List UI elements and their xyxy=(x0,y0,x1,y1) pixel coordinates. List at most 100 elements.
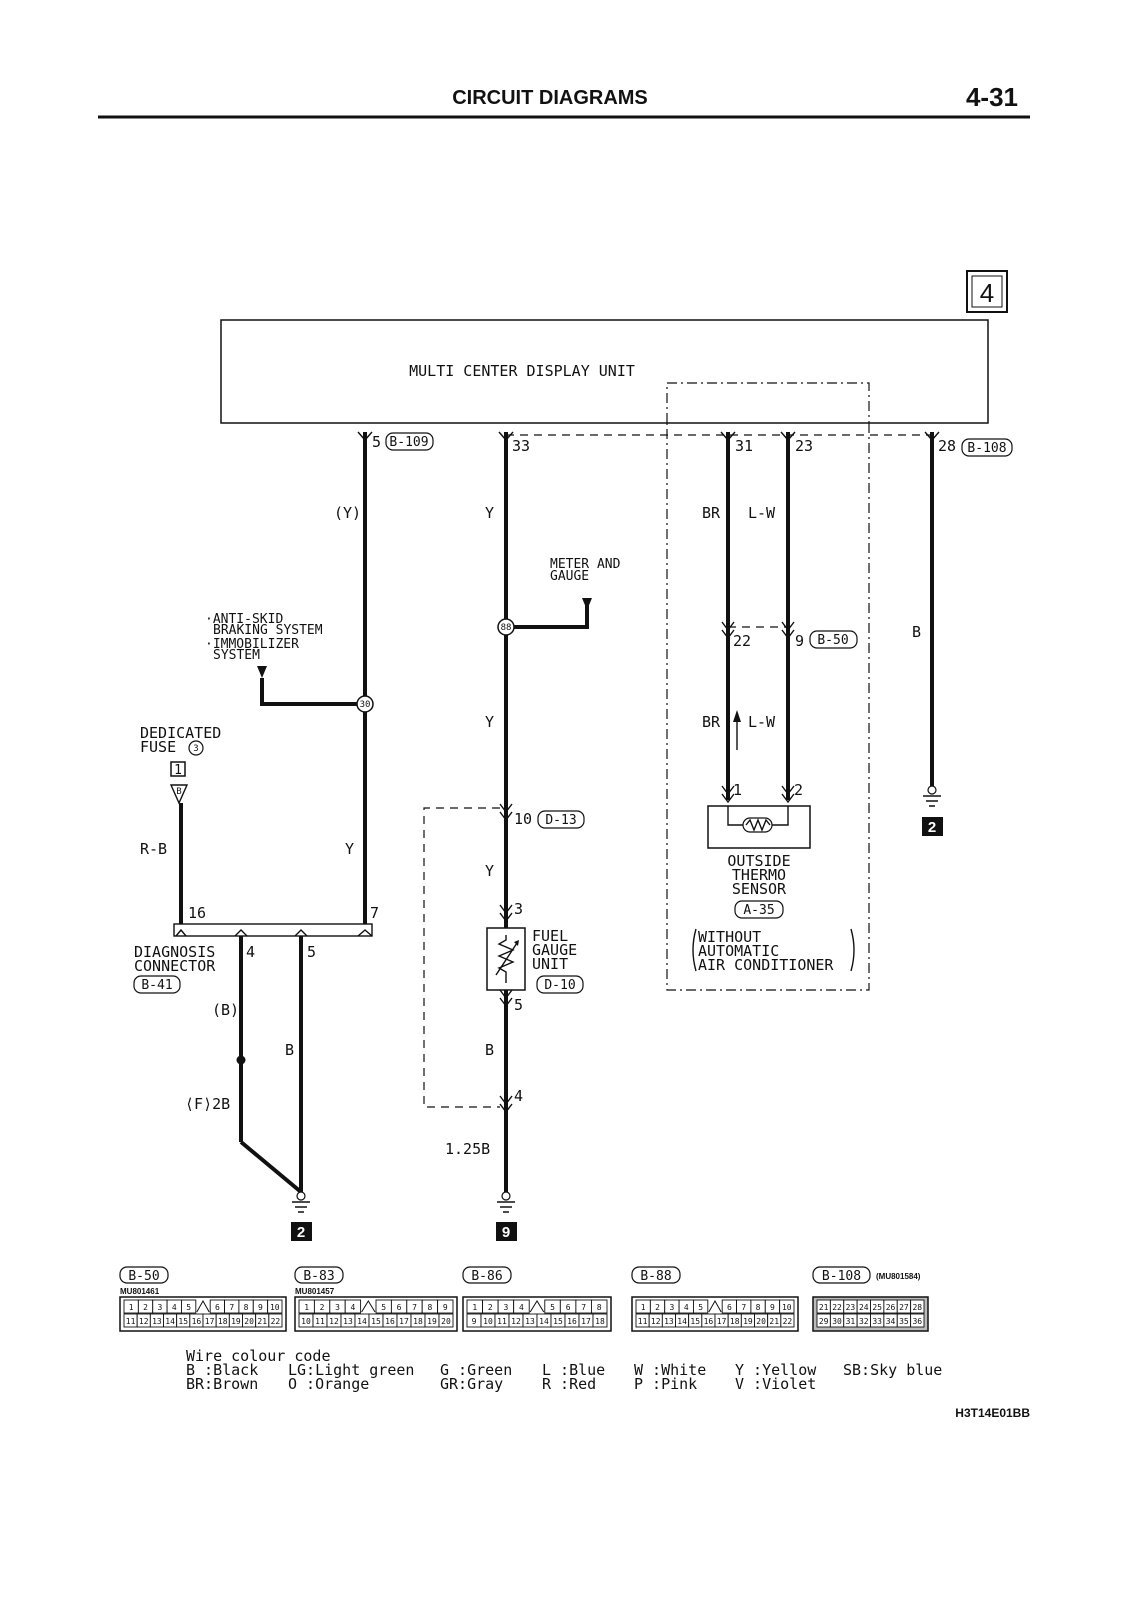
svg-text:5: 5 xyxy=(550,1303,555,1312)
svg-text:8: 8 xyxy=(427,1303,432,1312)
svg-text:12: 12 xyxy=(651,1317,661,1326)
svg-text:17: 17 xyxy=(399,1317,409,1326)
ground-mid xyxy=(496,1222,517,1241)
svg-text:2: 2 xyxy=(320,1303,325,1312)
svg-text:GAUGE: GAUGE xyxy=(532,941,577,959)
svg-text:15: 15 xyxy=(178,1317,188,1326)
svg-text:11: 11 xyxy=(315,1317,325,1326)
svg-text:33: 33 xyxy=(872,1317,882,1326)
svg-text:22: 22 xyxy=(271,1317,281,1326)
svg-text:L-W: L-W xyxy=(748,713,776,731)
svg-text:MU801457: MU801457 xyxy=(295,1287,335,1296)
svg-text:14: 14 xyxy=(677,1317,687,1326)
svg-text:13: 13 xyxy=(343,1317,353,1326)
svg-text:DEDICATED: DEDICATED xyxy=(140,724,221,742)
svg-text:Y: Y xyxy=(485,504,494,522)
svg-text:13: 13 xyxy=(664,1317,674,1326)
svg-text:SENSOR: SENSOR xyxy=(732,880,787,898)
svg-text:10: 10 xyxy=(782,1303,792,1312)
svg-text:5: 5 xyxy=(186,1303,191,1312)
svg-text:7: 7 xyxy=(581,1303,586,1312)
svg-text:4: 4 xyxy=(172,1303,177,1312)
svg-text:L-W: L-W xyxy=(748,504,776,522)
svg-text:27: 27 xyxy=(899,1303,909,1312)
page-box-number: 4 xyxy=(980,278,994,308)
svg-text:21: 21 xyxy=(769,1317,779,1326)
svg-text:4: 4 xyxy=(350,1303,355,1312)
svg-text:9: 9 xyxy=(795,632,804,650)
svg-text:15: 15 xyxy=(690,1317,700,1326)
without-ac-region xyxy=(666,382,870,991)
legend-g: G :Green xyxy=(440,1361,512,1379)
svg-text:7: 7 xyxy=(412,1303,417,1312)
svg-text:20: 20 xyxy=(756,1317,766,1326)
svg-text:24: 24 xyxy=(859,1303,869,1312)
svg-text:17: 17 xyxy=(717,1317,727,1326)
svg-text:UNIT: UNIT xyxy=(532,955,568,973)
svg-text:22: 22 xyxy=(733,632,751,650)
svg-text:7: 7 xyxy=(229,1303,234,1312)
svg-text:B: B xyxy=(485,1041,494,1059)
svg-text:8: 8 xyxy=(756,1303,761,1312)
page-title: CIRCUIT DIAGRAMS xyxy=(452,87,648,109)
svg-text:5: 5 xyxy=(372,433,381,451)
svg-text:18: 18 xyxy=(730,1317,740,1326)
svg-text:13: 13 xyxy=(525,1317,535,1326)
figure-code: H3T14E01BB xyxy=(955,1406,1030,1420)
svg-text:DIAGNOSIS: DIAGNOSIS xyxy=(134,943,215,961)
svg-text:22: 22 xyxy=(832,1303,842,1312)
svg-text:2: 2 xyxy=(928,819,936,836)
svg-text:88: 88 xyxy=(501,623,512,633)
svg-text:AUTOMATIC: AUTOMATIC xyxy=(698,942,779,960)
svg-text:B-109: B-109 xyxy=(389,435,428,450)
page-box xyxy=(966,270,1008,313)
svg-text:B: B xyxy=(285,1041,294,1059)
svg-text:23: 23 xyxy=(846,1303,856,1312)
thermo-sensor-box xyxy=(707,805,811,849)
svg-text:31: 31 xyxy=(735,437,753,455)
svg-text:Y: Y xyxy=(485,862,494,880)
svg-text:34: 34 xyxy=(886,1317,896,1326)
svg-text:20: 20 xyxy=(441,1317,451,1326)
svg-text:26: 26 xyxy=(886,1303,896,1312)
svg-text:B: B xyxy=(912,623,921,641)
fuel-tank-region xyxy=(423,807,500,1108)
svg-text:BR: BR xyxy=(702,504,721,522)
svg-text:6: 6 xyxy=(215,1303,220,1312)
svg-text:5: 5 xyxy=(698,1303,703,1312)
svg-text:19: 19 xyxy=(427,1317,437,1326)
svg-text:1: 1 xyxy=(129,1303,134,1312)
svg-text:(MU801584): (MU801584) xyxy=(876,1272,921,1281)
legend-l: L :Blue xyxy=(542,1361,605,1379)
svg-text:7: 7 xyxy=(741,1303,746,1312)
junction-88 xyxy=(497,618,515,636)
svg-text:B: B xyxy=(176,787,181,797)
svg-text:16: 16 xyxy=(567,1317,577,1326)
svg-text:15: 15 xyxy=(553,1317,563,1326)
svg-text:B-41: B-41 xyxy=(141,978,172,993)
diagnosis-connector-body xyxy=(173,923,373,937)
svg-text:THERMO: THERMO xyxy=(732,866,786,884)
svg-text:14: 14 xyxy=(357,1317,367,1326)
svg-text:25: 25 xyxy=(872,1303,882,1312)
fuse-box xyxy=(170,761,186,777)
svg-text:1: 1 xyxy=(174,763,182,778)
svg-text:4: 4 xyxy=(246,943,255,961)
svg-text:3: 3 xyxy=(669,1303,674,1312)
svg-text:11: 11 xyxy=(126,1317,136,1326)
svg-text:28: 28 xyxy=(938,437,956,455)
svg-text:35: 35 xyxy=(899,1317,909,1326)
svg-text:30: 30 xyxy=(832,1317,842,1326)
svg-text:17: 17 xyxy=(581,1317,591,1326)
svg-text:1: 1 xyxy=(472,1303,477,1312)
svg-text:4: 4 xyxy=(519,1303,524,1312)
svg-text:SYSTEM: SYSTEM xyxy=(213,648,260,663)
junction-30 xyxy=(356,695,374,713)
svg-text:10: 10 xyxy=(301,1317,311,1326)
svg-text:12: 12 xyxy=(139,1317,149,1326)
svg-text:FUSE: FUSE xyxy=(140,738,176,756)
legend-p: P :Pink xyxy=(634,1375,697,1393)
